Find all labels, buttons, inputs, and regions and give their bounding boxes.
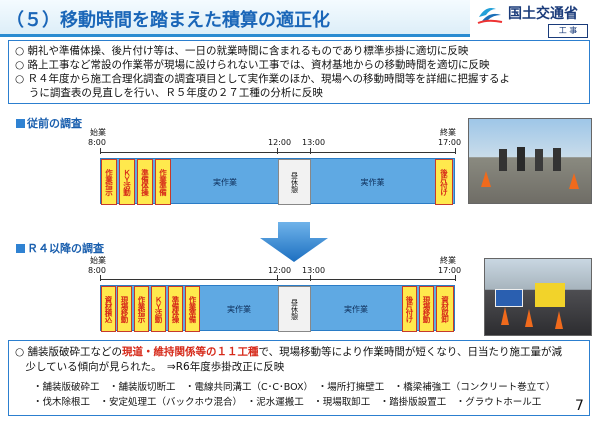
timeline-tick	[455, 275, 456, 281]
segment-actual-work: 実作業	[344, 304, 368, 314]
segment-lunch-break: 昼休憩	[278, 159, 311, 205]
segment-warmup: 準備体操	[137, 159, 153, 205]
segment-material-loading: 資材積込	[101, 286, 116, 332]
down-arrow-icon	[260, 222, 328, 262]
timeline-tick	[277, 275, 278, 281]
timeline-tick	[100, 275, 101, 281]
time-start: 8:00	[88, 138, 106, 147]
result-box: ○ 舗装版破砕工などの現道・維持関係等の１１工種で、現場移動等により作業時間が短…	[8, 340, 590, 416]
segment-work-prep: 作業準備	[185, 286, 200, 332]
segment-work-prep: 作業準備	[155, 159, 171, 205]
time-start-label: 始業	[90, 128, 106, 137]
segment-actual-work: 実作業	[227, 304, 251, 314]
segment-actual-work: 実作業	[360, 177, 385, 187]
segment-cleanup: 後片付け	[402, 286, 417, 332]
segment-ky-activity: ＫＹ活動	[119, 159, 135, 205]
summary-bullet: ○ 路上工事など常設の作業帯が現場に設けられない工事では、資材基地からの移動時間…	[15, 59, 490, 71]
org-name: 国土交通省	[508, 6, 578, 22]
work-type-list-1: ・舗装版破砕工 ・舗装版切断工 ・電線共同溝工（C･C･BOX） ・場所打擁壁工…	[33, 382, 556, 393]
time-end-label: 終業	[440, 256, 456, 265]
square-bullet-icon	[16, 244, 25, 253]
mlit-logo-icon	[477, 8, 503, 24]
segment-ky-activity: ＫＹ活動	[151, 286, 166, 332]
section-heading-r4: Ｒ４以降の調査	[16, 240, 104, 256]
site-photo-previous	[468, 118, 592, 204]
timeline-band-r4: 資材積込 現場移動 作業指示 ＫＹ活動 準備体操 作業準備 実作業 昼休憩 実作…	[100, 285, 455, 332]
timeline-tick	[310, 148, 311, 154]
time-1300: 13:00	[302, 266, 326, 275]
title-bar: （５）移動時間を踏まえた積算の適正化	[0, 0, 470, 37]
segment-site-move: 現場移動	[419, 286, 434, 332]
summary-box: ○ 朝礼や準備体操、後片付け等は、一日の就業時間に含まれるものであり標準歩掛に適…	[8, 40, 590, 104]
result-line-1: ○ 舗装版破砕工などの現道・維持関係等の１１工種で、現場移動等により作業時間が短…	[15, 346, 562, 358]
timeline-band-previous: 作業指示 ＫＹ活動 準備体操 作業準備 実作業 昼休憩 実作業 後片付け	[100, 158, 455, 205]
page-number: 7	[575, 398, 584, 414]
time-start-label: 始業	[90, 256, 106, 265]
time-start: 8:00	[88, 266, 106, 275]
segment-warmup: 準備体操	[168, 286, 183, 332]
result-line-2: 少している傾向が見られた。 ⇒R6年度歩掛改正に反映	[15, 361, 285, 373]
segment-work-instruction: 作業指示	[101, 159, 117, 205]
site-photo-r4	[484, 258, 592, 336]
timeline-tick	[310, 275, 311, 281]
segment-work-instruction: 作業指示	[134, 286, 149, 332]
timeline-tick	[100, 148, 101, 154]
segment-lunch-break: 昼休憩	[278, 286, 311, 332]
work-type-list-2: ・伐木除根工 ・安定処理工（バックホウ混合） ・泥水運搬工 ・現場取卸工 ・踏掛…	[33, 397, 542, 408]
timeline-tick	[277, 148, 278, 154]
segment-site-move: 現場移動	[117, 286, 132, 332]
page-title: （５）移動時間を踏まえた積算の適正化	[6, 10, 330, 31]
highlight-target-types: 現道・維持関係等の１１工種	[122, 346, 259, 358]
time-end-label: 終業	[440, 128, 456, 137]
time-end: 17:00	[438, 266, 462, 275]
summary-bullet: うに調査表の見直しを行い、Ｒ５年度の２７工種の分析に反映	[15, 87, 323, 99]
time-1200: 12:00	[268, 138, 292, 147]
segment-material-unloading: 資材取卸	[436, 286, 454, 332]
time-end: 17:00	[438, 138, 462, 147]
time-1200: 12:00	[268, 266, 292, 275]
time-1300: 13:00	[302, 138, 326, 147]
square-bullet-icon	[16, 119, 25, 128]
dept-tag: 工 事	[548, 24, 588, 38]
timeline-tick	[455, 148, 456, 154]
summary-bullet: ○ 朝礼や準備体操、後片付け等は、一日の就業時間に含まれるものであり標準歩掛に適…	[15, 45, 469, 57]
summary-bullet: ○ Ｒ４年度から施工合理化調査の調査項目として実作業のほか、現場への移動時間等を…	[15, 73, 510, 85]
section-heading-previous: 従前の調査	[16, 115, 82, 131]
segment-actual-work: 実作業	[213, 177, 237, 187]
segment-cleanup: 後片付け	[435, 159, 453, 205]
